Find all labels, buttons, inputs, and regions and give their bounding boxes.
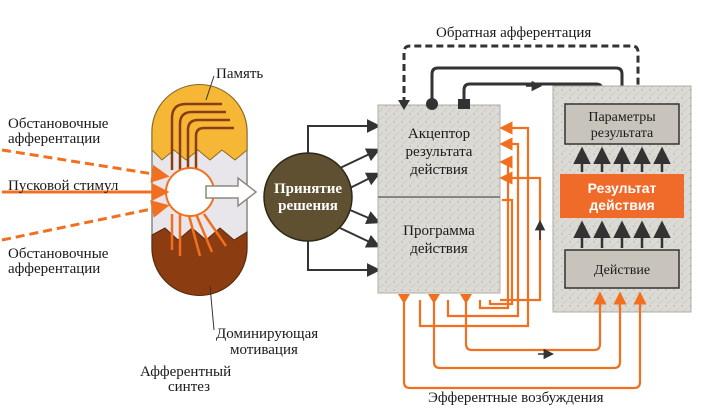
motivation-region [151, 227, 248, 296]
result-panel: Параметры результата Результат действия … [552, 85, 692, 313]
result-params-box [564, 103, 680, 145]
efferent-copy-loops [418, 121, 542, 328]
efferent-loops [402, 291, 647, 390]
decision-connectors [307, 119, 381, 277]
reverse-afferentation-outer [402, 44, 640, 104]
result-params-line2: результата [591, 126, 654, 141]
afferent-synthesis-line1: Афферентный [140, 364, 231, 380]
action-result-line1: Результат [588, 180, 657, 196]
leader-lines [205, 75, 215, 331]
reverse-afferentation-label: Обратная афферентация [436, 25, 591, 41]
program-line1: Программа [403, 223, 475, 239]
afferent-synthesis-capsule [151, 84, 258, 296]
env-afferent-bot-line1: Обстановочные [8, 246, 109, 262]
result-upward-arrows [573, 146, 671, 248]
memory-region [151, 84, 248, 161]
acceptor-line1: Акцептор [408, 126, 470, 142]
motivation-fibers [170, 211, 228, 257]
action-box [564, 249, 680, 289]
synthesis-outlet-arrow [205, 176, 258, 208]
efferent-excitations-label: Эфферентные возбуждения [428, 390, 604, 406]
trigger-stimulus-label: Пусковой стимул [8, 178, 119, 194]
acceptor-line2: результата [406, 144, 473, 160]
memory-fibers [170, 102, 234, 172]
decision-line1: Принятие [274, 181, 342, 197]
env-afferent-bot-line2: афферентации [8, 261, 100, 277]
env-afferent-top-line2: афферентации [8, 131, 100, 147]
action-result-box [560, 174, 684, 218]
afferent-inputs [1, 148, 170, 242]
acceptor-input-receptors [398, 98, 470, 110]
env-afferent-top-line1: Обстановочные [8, 116, 109, 132]
acceptor-line3: действия [410, 162, 468, 178]
decision-node: Принятие решения [263, 152, 353, 242]
program-output-markers [398, 294, 472, 304]
afferent-synthesis-line2: синтез [168, 379, 210, 395]
acceptor-program-panel: Акцептор результата действия Программа д… [377, 104, 501, 294]
action-result-line2: действия [589, 197, 654, 213]
program-line2: действия [410, 241, 468, 257]
decision-line2: решения [278, 198, 338, 214]
memory-label: Память [216, 66, 263, 82]
action-label: Действие [594, 263, 650, 278]
result-params-line1: Параметры [588, 110, 656, 125]
dominant-motivation-line2: мотивация [230, 342, 298, 358]
dominant-motivation-line1: Доминирующая [216, 326, 318, 342]
